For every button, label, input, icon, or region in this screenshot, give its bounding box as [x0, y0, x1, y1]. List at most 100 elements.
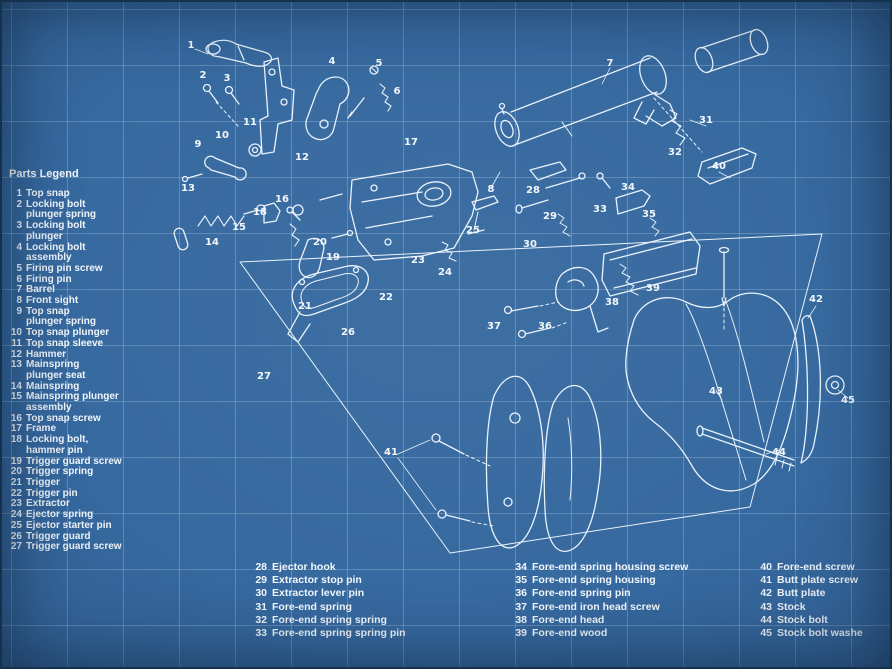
front-sight — [498, 102, 506, 110]
legend-item: 45 Stock bolt washe — [755, 627, 862, 640]
callout-number: 39 — [646, 283, 660, 294]
legend-item-label: Locking bolt, hammer pin — [26, 434, 89, 456]
callout-number: 34 — [621, 182, 635, 193]
legend-item-number: 45 — [760, 627, 772, 640]
legend-item-label: Hammer — [26, 348, 67, 360]
legend-item-number: 28 — [255, 561, 267, 573]
legend-item-label: Fore-end screw — [777, 561, 855, 573]
legend-item-number: 15 — [10, 391, 22, 403]
fore-end-screws — [397, 433, 495, 527]
legend-item: 36 Fore-end spring pin — [510, 587, 688, 600]
legend-item: 14 Mainspring — [7, 380, 177, 393]
legend-item-number: 40 — [760, 561, 772, 573]
callout-number: 6 — [394, 86, 401, 97]
legend-item: 26 Trigger guard — [7, 530, 177, 543]
legend-item-number: 30 — [255, 587, 267, 600]
callout-number: 23 — [411, 255, 425, 266]
legend-item-number: 36 — [515, 587, 527, 600]
callout-number: 18 — [253, 207, 267, 218]
legend-item: 31 Fore-end spring — [250, 601, 406, 614]
legend-item-label: Top snap plunger spring — [26, 305, 96, 328]
callout-number: 45 — [841, 395, 855, 406]
line-art — [173, 28, 849, 554]
legend-item-label: Top snap screw — [26, 412, 101, 424]
callout-number: 24 — [438, 267, 452, 278]
legend-item-label: Trigger pin — [26, 487, 78, 499]
ejector-parts — [441, 161, 660, 262]
legend-item-number: 6 — [16, 273, 22, 285]
butt-plate — [800, 314, 822, 464]
callout-number: 16 — [275, 194, 289, 205]
legend-item-number: 9 — [16, 305, 22, 317]
callout-number: 32 — [668, 147, 682, 158]
callout-number: 42 — [809, 294, 823, 305]
callout-number: 14 — [205, 237, 219, 248]
legend-item-number: 14 — [10, 380, 22, 392]
legend-item-number: 24 — [10, 509, 22, 521]
legend-item-number: 16 — [10, 412, 22, 424]
legend-item-label: Top snap plunger — [26, 327, 110, 339]
legend-item-number: 41 — [760, 574, 772, 587]
legend-item-number: 20 — [10, 466, 22, 478]
bottom-list-3: 40 Fore-end screw 41 Butt plate screw 42… — [755, 561, 863, 640]
callout-number: 29 — [543, 211, 557, 222]
legend-item-label: Firing pin — [26, 273, 72, 285]
legend-item: 44 Stock bolt — [755, 614, 863, 627]
legend-item-number: 44 — [760, 613, 772, 626]
legend-item-label: Front sight — [26, 295, 79, 307]
bottom-list-1: 28 Ejector hook 29 Extractor stop pin 30… — [250, 561, 406, 640]
legend-item-number: 21 — [10, 476, 22, 488]
legend-item: 37 Fore-end iron head screw — [510, 601, 688, 614]
legend-item-number: 23 — [10, 498, 22, 510]
legend-item-number: 35 — [515, 574, 527, 587]
legend-item-number: 11 — [11, 337, 22, 349]
legend-item: 21 Trigger — [7, 476, 177, 489]
legend-item-label: Fore-end spring spring pin — [272, 627, 406, 640]
callout-number: 8 — [488, 184, 495, 195]
legend-item-number: 5 — [16, 262, 22, 274]
callout-number: 43 — [709, 386, 723, 397]
legend-item-label: Fore-end spring spring — [272, 613, 387, 626]
fore-end-spring-parts — [653, 97, 757, 185]
lockwork — [263, 193, 354, 279]
legend-item-label: Fore-end head — [532, 613, 605, 626]
legend-item: 17 Frame — [7, 424, 177, 435]
callout-number: 28 — [526, 185, 540, 196]
parts-legend: Parts Legend 1 Top snap 2 Locking bolt p… — [7, 168, 177, 553]
callout-number: 3 — [224, 73, 231, 84]
legend-item-number: 7 — [16, 284, 22, 296]
bottom-list-2: 34 Fore-end spring housing screw 35 Fore… — [510, 561, 688, 640]
legend-item-number: 18 — [10, 434, 22, 446]
legend-item-label: Trigger guard — [26, 530, 91, 542]
legend-item: 13 Mainspring plunger seat — [7, 359, 177, 381]
callout-number: 21 — [298, 301, 312, 312]
locking-bolt-assembly — [259, 57, 295, 155]
legend-item-number: 3 — [16, 220, 22, 232]
legend-item-label: Firing pin screw — [26, 262, 103, 274]
perspective-plane — [239, 233, 823, 554]
legend-item-label: Trigger guard screw — [26, 541, 122, 553]
legend-item: 12 Hammer — [7, 348, 177, 361]
legend-item: 34 Fore-end spring housing screw — [510, 561, 688, 574]
callout-number: 11 — [243, 117, 257, 128]
legend-item: 38 Fore-end head — [510, 614, 688, 627]
legend-item: 9 Top snap plunger spring — [7, 305, 177, 328]
legend-item: 4 Locking bolt assembly — [7, 241, 177, 264]
legend-item-number: 38 — [515, 613, 527, 626]
legend-item-label: Stock — [777, 600, 806, 613]
callout-number: 35 — [642, 209, 656, 220]
legend-item: 15 Mainspring plunger assembly — [7, 391, 177, 413]
stock — [625, 292, 799, 492]
legend-item: 24 Ejector spring — [7, 509, 177, 521]
legend-item-number: 29 — [255, 574, 267, 587]
callout-number: 12 — [295, 152, 309, 163]
legend-item-number: 4 — [16, 241, 22, 253]
callout-number: 33 — [593, 204, 607, 215]
callout-number: 19 — [326, 252, 340, 263]
legend-item-number: 2 — [16, 198, 22, 210]
legend-item-label: Locking bolt assembly — [26, 241, 86, 264]
callout-number: 10 — [215, 130, 229, 141]
legend-item-number: 19 — [10, 455, 22, 467]
